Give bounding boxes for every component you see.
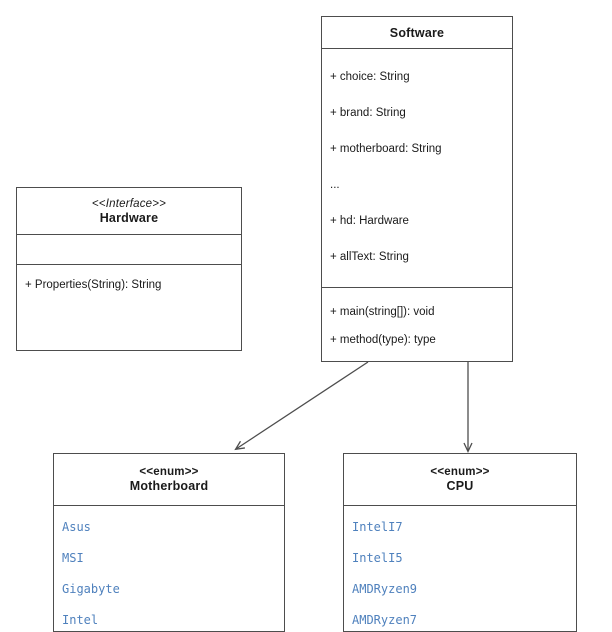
attribute-hd: + hd: Hardware xyxy=(330,215,409,227)
section-cpu-values: IntelI7 IntelI5 AMDRyzen9 AMDRyzen7 xyxy=(344,506,576,632)
method-main: + main(string[]): void xyxy=(330,306,435,318)
divider-hardware-attributes xyxy=(17,234,241,235)
enum-value-inteli5: IntelI5 xyxy=(352,551,403,565)
enum-value-asus: Asus xyxy=(62,520,91,534)
enum-value-msi: MSI xyxy=(62,551,84,565)
enum-value-amdryzen9: AMDRyzen9 xyxy=(352,582,418,596)
class-box-cpu[interactable]: <<enum>> CPU IntelI7 IntelI5 AMDRyzen9 A… xyxy=(343,453,577,632)
attribute-alltext: + allText: String xyxy=(330,251,409,263)
section-hardware-methods: + Properties(String): String xyxy=(17,265,241,351)
method-method: + method(type): type xyxy=(330,334,436,346)
attribute-brand: + brand: String xyxy=(330,107,406,119)
divider-cpu-values xyxy=(344,505,576,506)
divider-software-attributes xyxy=(322,48,512,49)
divider-software-methods xyxy=(322,287,512,288)
section-hardware-attributes xyxy=(17,235,241,264)
section-software-methods: + main(string[]): void + method(type): t… xyxy=(322,288,512,363)
class-header-cpu: <<enum>> CPU xyxy=(344,454,576,505)
divider-hardware-methods xyxy=(17,264,241,265)
section-software-attributes: + choice: String + brand: String + mothe… xyxy=(322,49,512,288)
class-header-motherboard: <<enum>> Motherboard xyxy=(54,454,284,505)
method-properties: + Properties(String): String xyxy=(25,279,162,291)
stereotype-cpu: <<enum>> xyxy=(430,466,490,478)
enum-value-amdryzen7: AMDRyzen7 xyxy=(352,613,418,627)
section-motherboard-values: Asus MSI Gigabyte Intel xyxy=(54,506,284,632)
enum-value-intel: Intel xyxy=(62,613,99,627)
enum-value-inteli7: IntelI7 xyxy=(352,520,403,534)
class-title-software: Software xyxy=(389,25,445,40)
class-box-motherboard[interactable]: <<enum>> Motherboard Asus MSI Gigabyte I… xyxy=(53,453,285,632)
class-header-software: Software xyxy=(322,17,512,49)
attribute-choice: + choice: String xyxy=(330,71,410,83)
connector-software-to-motherboard xyxy=(234,361,369,451)
divider-motherboard-values xyxy=(54,505,284,506)
class-box-software[interactable]: Software + choice: String + brand: Strin… xyxy=(321,16,513,362)
class-title-motherboard: Motherboard xyxy=(129,479,209,493)
attribute-motherboard: + motherboard: String xyxy=(330,143,442,155)
class-title-hardware: Hardware xyxy=(99,211,159,225)
enum-value-gigabyte: Gigabyte xyxy=(62,582,120,596)
class-box-hardware[interactable]: <<Interface>> Hardware + Properties(Stri… xyxy=(16,187,242,351)
attribute-ellipsis: ... xyxy=(330,179,340,191)
stereotype-motherboard: <<enum>> xyxy=(139,466,199,478)
stereotype-hardware: <<Interface>> xyxy=(91,198,167,210)
class-title-cpu: CPU xyxy=(446,479,474,493)
class-header-hardware: <<Interface>> Hardware xyxy=(17,188,241,235)
